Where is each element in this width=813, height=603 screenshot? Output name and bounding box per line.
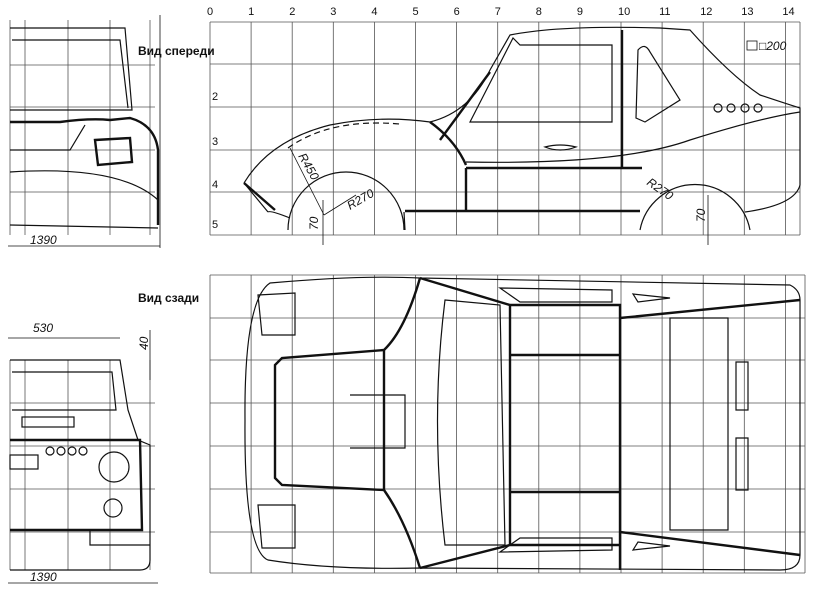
front-view-outline [8,15,161,248]
column-number: 1 [248,6,254,18]
side-view-outline [243,26,801,245]
grid-scale-label: □200 [759,39,787,53]
column-number: 4 [371,6,377,18]
column-number: 3 [330,6,336,18]
rear-view-grid [9,360,155,570]
front-wheel-radius-label: R270 [345,186,377,213]
column-number: 0 [207,6,213,18]
front-view-grid [9,20,155,235]
rear-width-label: 1390 [30,570,57,584]
column-number: 10 [618,6,630,18]
row-number: 3 [212,136,218,148]
row-numbers: 2 3 4 5 [212,91,218,231]
column-number: 8 [536,6,542,18]
side-view-grid [209,21,801,236]
row-number: 4 [212,179,218,191]
front-view-title: Вид спереди [138,44,215,58]
row-number: 2 [212,91,218,103]
front-clearance-label: 70 [307,216,321,230]
top-view-grid [209,274,806,574]
column-number: 9 [577,6,583,18]
rear-top-label: 40 [137,336,151,350]
front-width-label: 1390 [30,233,57,247]
column-number: 7 [495,6,501,18]
column-number: 11 [659,6,670,18]
rear-clearance-label: 70 [694,208,708,222]
column-number: 14 [782,6,794,18]
rear-view-title: Вид сзади [138,291,199,305]
rear-view-outline [8,330,158,584]
row-number: 5 [212,219,218,231]
column-number: 13 [741,6,753,18]
column-number: 6 [454,6,460,18]
rear-offset-label: 530 [33,321,53,335]
rear-wheel-radius-label: R270 [644,175,676,203]
column-number: 2 [289,6,295,18]
column-number: 12 [700,6,712,18]
column-number: 5 [413,6,419,18]
top-view-outline [244,276,801,571]
grid-scale-square-icon [746,40,758,51]
